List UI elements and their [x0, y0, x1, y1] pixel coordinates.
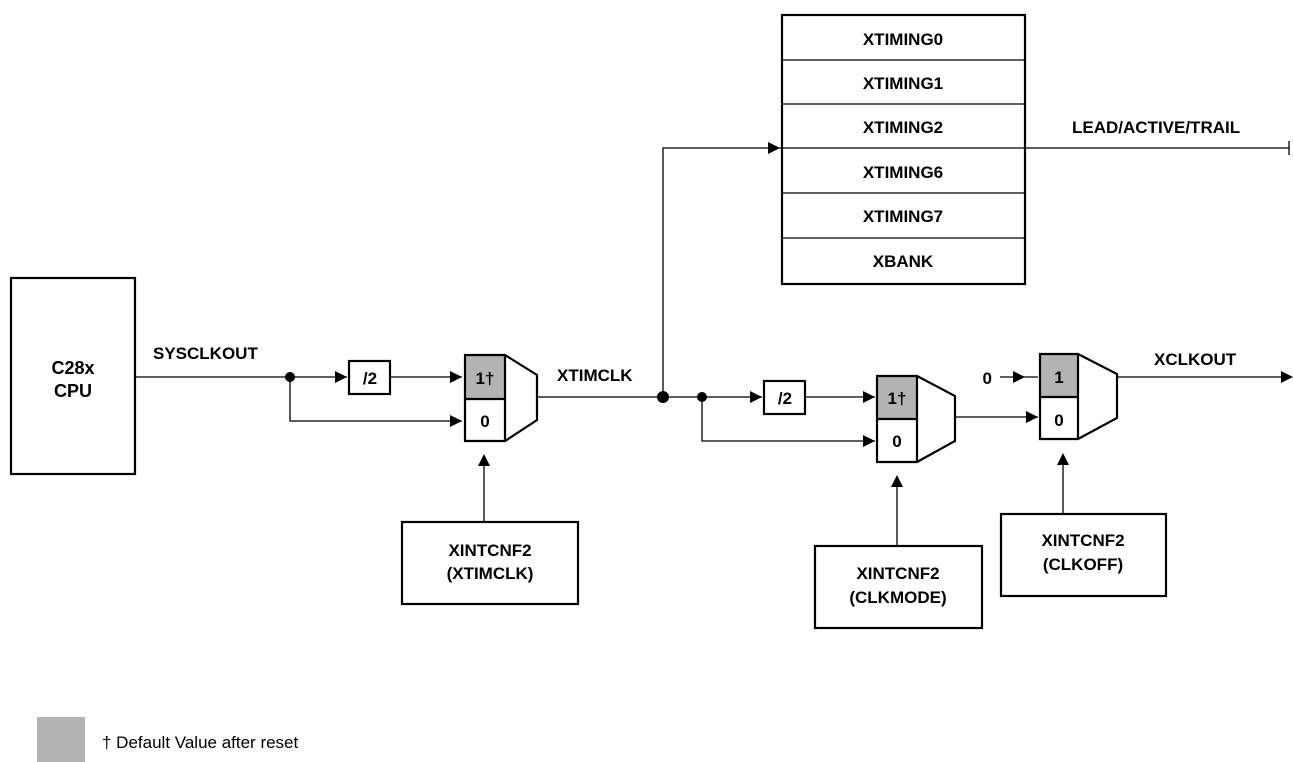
arrow-mux3-in0 [1026, 411, 1038, 423]
junction-dot [285, 372, 295, 382]
register-label: XTIMING2 [863, 118, 943, 137]
bypass1-wire [289, 377, 462, 422]
xclkout-label: XCLKOUT [1154, 350, 1237, 369]
control-label-line2: (CLKOFF) [1043, 555, 1123, 574]
lead-active-trail-label: LEAD/ACTIVE/TRAIL [1072, 118, 1240, 137]
mux3-in1-label: 1 [1054, 368, 1063, 387]
control-clkoff: XINTCNF2 (CLKOFF) [999, 512, 1168, 598]
register-label: XTIMING7 [863, 207, 943, 226]
divider-2: /2 [762, 379, 807, 416]
register-stack-box [780, 13, 1027, 286]
arrowheads [335, 142, 1293, 487]
mux-2: 1† 0 [875, 374, 957, 464]
arrow-regs [768, 142, 780, 154]
mux2-in1-label: 1† [888, 389, 907, 408]
register-label: XTIMING6 [863, 163, 943, 182]
mux2-in0-label: 0 [892, 432, 901, 451]
xtimclk-to-regs-wire [662, 147, 780, 397]
divider-box [762, 379, 807, 416]
mux3-in0-label: 0 [1054, 411, 1063, 430]
mux3-shaded-input [1040, 354, 1078, 397]
mux1-in0-label: 0 [480, 412, 489, 431]
junction-dot [657, 391, 669, 403]
arrow-mux1-in0 [450, 415, 462, 427]
cpu-label-line1: C28x [51, 358, 94, 378]
cpu-box [9, 276, 137, 476]
divider-label: /2 [363, 369, 377, 388]
mux1-in1-label: 1† [476, 369, 495, 388]
junction-dot [697, 392, 707, 402]
arrow-xclkout [1281, 371, 1293, 383]
control-box [813, 544, 984, 630]
divider-box [347, 359, 392, 396]
mux1-shaded-input [465, 355, 505, 399]
legend-text: † Default Value after reset [102, 733, 299, 752]
control-label-line2: (XTIMCLK) [447, 564, 534, 583]
junctions [285, 372, 707, 403]
timing-register-stack: XTIMING0 XTIMING1 XTIMING2 XTIMING6 XTIM… [780, 13, 1027, 286]
register-label: XTIMING1 [863, 74, 943, 93]
control-label-line1: XINTCNF2 [1041, 531, 1124, 550]
xtimclk-label: XTIMCLK [557, 366, 633, 385]
arrow-mux3-in1 [1013, 371, 1025, 383]
control-label-line1: XINTCNF2 [856, 564, 939, 583]
mux-3: 1 0 [1038, 352, 1119, 441]
wires [135, 141, 1290, 546]
legend-swatch [37, 717, 85, 762]
legend: † Default Value after reset [37, 717, 299, 762]
divider-1: /2 [347, 359, 392, 396]
arrow-mux1-in1 [450, 371, 462, 383]
mux-1: 1† 0 [463, 353, 539, 443]
arrow-ctrl3 [1057, 453, 1069, 465]
cpu-label-line2: CPU [54, 381, 92, 401]
arrow-mux2-in1 [863, 391, 875, 403]
divider-label: /2 [778, 389, 792, 408]
bypass2-wire [701, 397, 875, 442]
mux2-shaded-input [877, 376, 917, 419]
cpu-block: C28x CPU [9, 276, 137, 476]
arrow-mux2-in0 [863, 435, 875, 447]
control-box [999, 512, 1168, 598]
control-label-line2: (CLKMODE) [849, 588, 946, 607]
arrow-div2 [750, 391, 762, 403]
sysclkout-label: SYSCLKOUT [153, 344, 258, 363]
zero-input-label: 0 [983, 369, 992, 388]
control-box [400, 520, 580, 606]
control-clkmode: XINTCNF2 (CLKMODE) [813, 544, 984, 630]
register-label: XBANK [873, 252, 934, 271]
arrow-ctrl1 [478, 454, 490, 466]
arrow-ctrl2 [891, 475, 903, 487]
control-label-line1: XINTCNF2 [448, 541, 531, 560]
arrow-div1 [335, 371, 347, 383]
control-xtimclk: XINTCNF2 (XTIMCLK) [400, 520, 580, 606]
register-label: XTIMING0 [863, 30, 943, 49]
